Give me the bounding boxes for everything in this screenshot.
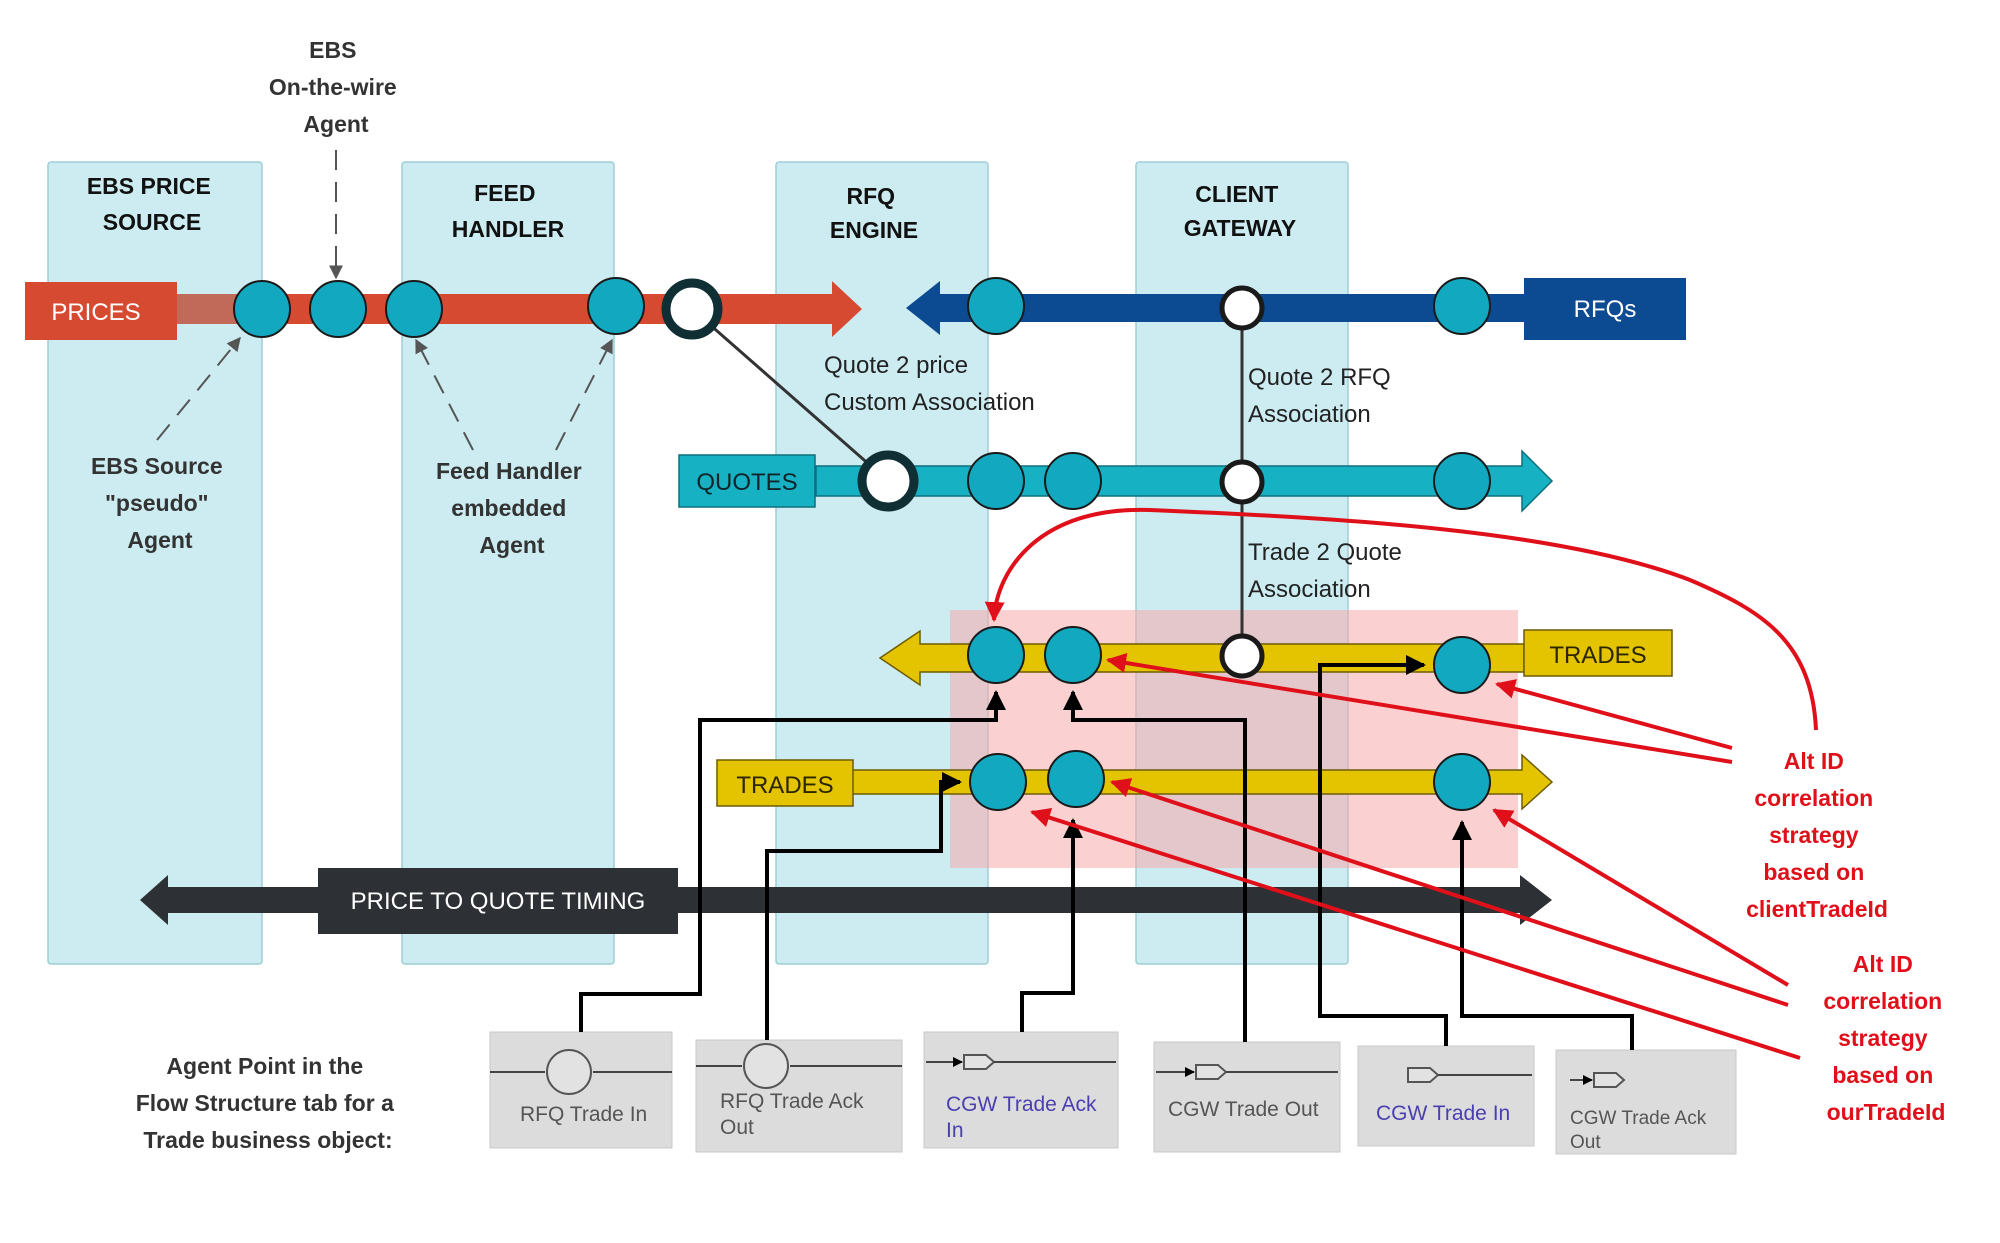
label-ebs-source-agent: EBS Source "pseudo" Agent: [91, 453, 229, 553]
rfqs-flow-label-box: [1524, 278, 1686, 340]
circle-node-icon: [743, 1043, 789, 1089]
connector-cgw-trade-in: [1318, 655, 1448, 1046]
trades-top-flow-label-box: [1523, 629, 1673, 677]
agent-point-card-cgw-trade-ack-out[interactable]: CGW Trade Ack Out: [1555, 1049, 1737, 1155]
agent-point-card-cgw-trade-in[interactable]: CGW Trade In: [1357, 1045, 1535, 1147]
agent-point-label-cgw-trade-out: CGW Trade Out: [1168, 1098, 1319, 1121]
assoc-node-prices: [661, 278, 723, 340]
node-trades-top-cgw: [1433, 636, 1491, 694]
connector-cgw-trade-ack-in: [1020, 818, 1083, 1032]
corr-line-client-1: [1106, 653, 1733, 764]
label-strategy-our-trade-id: Alt ID correlation strategy based on our…: [1823, 951, 1948, 1125]
prices-flow-label-box: [25, 282, 177, 340]
flow-nodes: [233, 277, 1491, 811]
assoc-node-trades-cgw: [1219, 633, 1265, 679]
node-prices-wire: [309, 280, 367, 338]
timing-bar-label-box: [318, 868, 678, 934]
node-trades-bottom-2: [1047, 750, 1105, 808]
column-title-cgw: CLIENT GATEWAY: [1184, 181, 1296, 241]
gateway-node-icon: [1593, 1072, 1626, 1088]
agent-point-card-cgw-trade-out[interactable]: CGW Trade Out: [1153, 1041, 1341, 1153]
corr-line-client-2: [1495, 679, 1733, 750]
prices-flow-label: PRICES: [51, 299, 140, 326]
agent-point-label-cgw-trade-ack-in: CGW Trade Ack In: [946, 1093, 1102, 1142]
node-trades-top-2: [1044, 626, 1102, 684]
rfqs-flow-arrow: [906, 281, 1524, 335]
agent-point-card-rfq-trade-in[interactable]: RFQ Trade In: [489, 1031, 673, 1149]
node-prices-feed-in: [385, 280, 443, 338]
label-feed-handler-agent: Feed Handler embedded Agent: [436, 458, 588, 558]
gateway-node-icon: [1195, 1064, 1228, 1080]
connector-rfq-trade-ack-out: [765, 772, 962, 1040]
trades-top-flow-label: TRADES: [1549, 642, 1646, 669]
connector-ebs-source-agent: [156, 336, 241, 441]
timing-bar-label: PRICE TO QUOTE TIMING: [351, 888, 646, 915]
agent-point-card-cgw-trade-ack-in[interactable]: CGW Trade Ack In: [923, 1031, 1119, 1149]
node-rfqs-cgw-out: [1433, 277, 1491, 335]
quotes-flow-label: QUOTES: [696, 469, 797, 496]
node-rfqs-rfq: [967, 277, 1025, 335]
agent-point-label-rfq-trade-in: RFQ Trade In: [520, 1103, 647, 1126]
connector-cgw-trade-ack-out: [1452, 820, 1634, 1050]
connector-feed-handler-agent-right: [555, 338, 613, 451]
node-trades-top-1: [967, 626, 1025, 684]
corr-line-our-3: [1030, 807, 1801, 1060]
node-trades-bottom-cgw: [1433, 753, 1491, 811]
node-prices-feed-out: [587, 277, 645, 335]
corr-line-our-1: [1492, 808, 1790, 987]
circle-node-icon: [546, 1049, 592, 1095]
assoc-line-quote2price: [691, 307, 889, 483]
agent-point-label-cgw-trade-in: CGW Trade In: [1376, 1102, 1510, 1125]
connector-rfq-trade-in: [579, 690, 1006, 1032]
column-feed-handler: [401, 161, 615, 965]
node-prices-ebs-source: [233, 280, 291, 338]
column-title-rfq: RFQ ENGINE: [830, 183, 918, 243]
assoc-node-quotes: [857, 450, 919, 512]
agent-point-caption: Agent Point in the Flow Structure tab fo…: [136, 1053, 401, 1153]
label-ebs-on-the-wire-agent: EBS On-the-wire Agent: [269, 37, 403, 137]
quotes-flow-label-box: [678, 454, 816, 508]
column-ebs-price-source: [47, 161, 263, 965]
gateway-node-icon: [1407, 1067, 1440, 1083]
node-quotes-2: [1044, 452, 1102, 510]
label-quote2rfq: Quote 2 RFQ Association: [1248, 364, 1397, 428]
node-trades-bottom-1: [969, 753, 1027, 811]
column-title-ebs: EBS PRICE SOURCE: [87, 173, 217, 235]
label-quote2price: Quote 2 price Custom Association: [824, 352, 1035, 416]
assoc-node-quotes-cgw: [1219, 459, 1265, 505]
agent-point-label-cgw-trade-ack-out: CGW Trade Ack Out: [1570, 1108, 1711, 1153]
corr-line-our-2: [1110, 778, 1789, 1007]
trades-bottom-flow-label-box: [716, 759, 854, 807]
association-nodes: [661, 278, 1265, 679]
connector-feed-handler-agent-left: [415, 338, 474, 451]
assoc-node-rfqs-cgw: [1219, 285, 1265, 331]
rfqs-flow-label: RFQs: [1574, 296, 1637, 323]
agent-point-label-rfq-trade-ack-out: RFQ Trade Ack Out: [720, 1090, 869, 1139]
column-title-feed: FEED HANDLER: [452, 180, 565, 242]
correlation-lines: [984, 507, 1818, 1060]
corr-curve-client: [984, 507, 1818, 731]
node-quotes-cgw-out: [1433, 452, 1491, 510]
label-strategy-client-trade-id: Alt ID correlation strategy based on cli…: [1746, 748, 1888, 922]
label-trade2quote: Trade 2 Quote Association: [1248, 539, 1409, 603]
trades-bottom-flow-label: TRADES: [736, 772, 833, 799]
gateway-node-icon: [963, 1054, 996, 1070]
agent-point-card-rfq-trade-ack-out[interactable]: RFQ Trade Ack Out: [695, 1039, 903, 1153]
node-quotes-1: [967, 452, 1025, 510]
trades-bottom-flow-arrow: [851, 753, 1554, 811]
